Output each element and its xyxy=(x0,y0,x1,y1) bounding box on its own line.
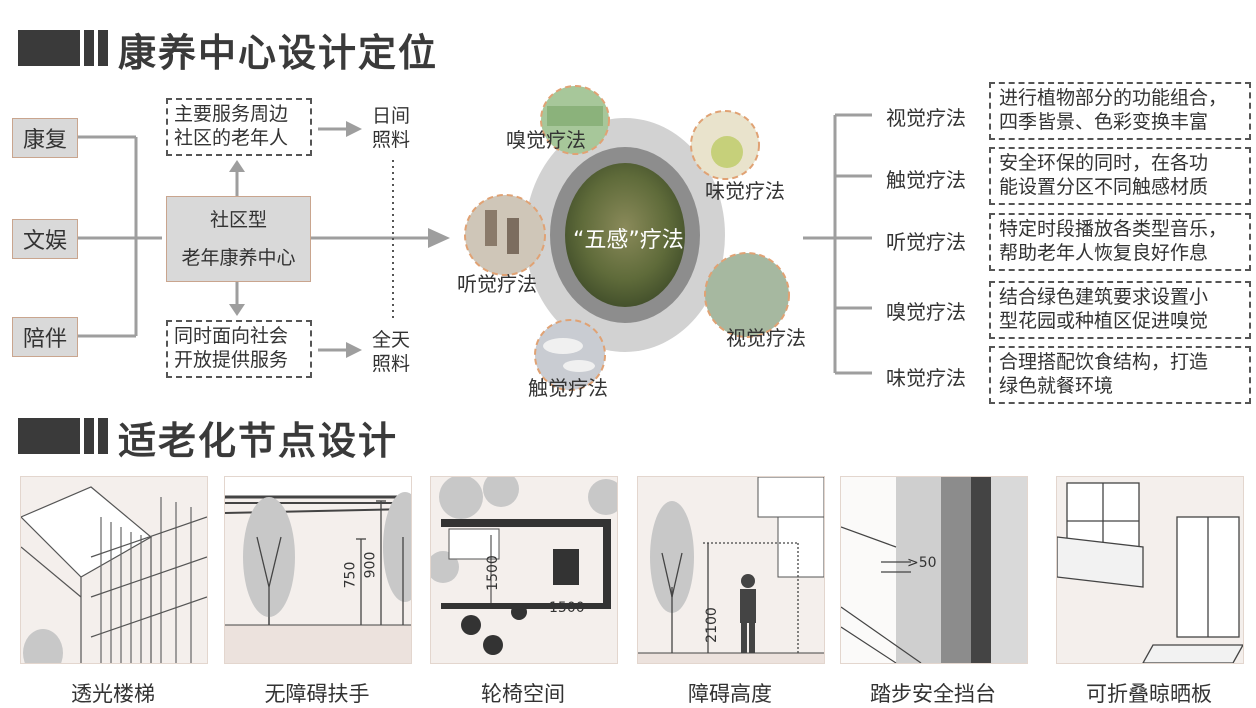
section-marker-block xyxy=(18,30,80,66)
tag-rehab: 康复 xyxy=(12,118,78,158)
section-marker-bar xyxy=(84,418,94,454)
section-marker-bar xyxy=(98,418,108,454)
five-senses-center-label: “五感”疗法 xyxy=(573,228,684,253)
connector-lines xyxy=(78,113,872,375)
section-marker-bar xyxy=(98,30,108,66)
caption-handrail: 无障碍扶手 xyxy=(264,682,370,706)
therapy-desc: 安全环保的同时，在各功 能设置分区不同触感材质 xyxy=(989,147,1251,205)
day-care-label: 日间 照料 xyxy=(372,105,411,151)
five-senses-diagram xyxy=(464,85,790,391)
therapy-name: 嗅觉疗法 xyxy=(886,300,966,324)
caption-wheelchair: 轮椅空间 xyxy=(481,682,565,706)
caption-step-guard: 踏步安全挡台 xyxy=(870,682,996,706)
node-panel-stair xyxy=(20,476,208,664)
therapy-desc: 合理搭配饮食结构，打造 绿色就餐环境 xyxy=(989,346,1251,404)
dim-750: 750 xyxy=(342,561,359,589)
therapy-name: 听觉疗法 xyxy=(886,230,966,254)
dim-1500-vertical: 1500 xyxy=(484,555,501,591)
therapy-desc: 进行植物部分的功能组合， 四季皆景、色彩变换丰富 xyxy=(989,82,1251,140)
tag-recreation: 文娱 xyxy=(12,219,78,259)
section-marker-bar xyxy=(84,30,94,66)
node-panel-height: 2100 xyxy=(637,476,825,664)
therapy-desc: 结合绿色建筑要求设置小 型花园或种植区促进嗅觉 xyxy=(989,281,1251,339)
caption-height: 障碍高度 xyxy=(688,682,772,706)
service-scope-line1: 主要服务周边 xyxy=(174,103,289,125)
therapy-name: 视觉疗法 xyxy=(886,106,966,130)
dim-1500-horizontal: 1500 xyxy=(549,600,585,616)
open-service-line2: 开放提供服务 xyxy=(174,349,289,371)
node-panel-step-guard: >50 xyxy=(840,476,1028,664)
section-title-positioning: 康养中心设计定位 xyxy=(118,31,439,75)
caption-stair: 透光楼梯 xyxy=(71,682,155,706)
node-panel-wheelchair: 1500 1500 xyxy=(430,476,618,664)
center-line1: 社区型 xyxy=(209,209,267,231)
sat-sight-label: 视觉疗法 xyxy=(726,326,806,350)
dim-2100: 2100 xyxy=(703,607,720,643)
service-scope-box: 主要服务周边 社区的老年人 xyxy=(166,98,312,156)
sat-taste-label: 味觉疗法 xyxy=(705,179,785,203)
therapy-name: 味觉疗法 xyxy=(886,366,966,390)
tag-companionship: 陪伴 xyxy=(12,317,78,357)
node-panel-drying-board xyxy=(1056,476,1244,664)
node-panel-handrail: 750 900 xyxy=(224,476,412,664)
open-service-line1: 同时面向社会 xyxy=(174,325,289,347)
sat-smell-label: 嗅觉疗法 xyxy=(506,128,586,152)
full-day-care-label: 全天 照料 xyxy=(372,329,411,375)
section-title-aging-nodes: 适老化节点设计 xyxy=(118,419,399,463)
service-scope-line2: 社区的老年人 xyxy=(174,127,289,149)
dim-900: 900 xyxy=(362,551,379,579)
therapy-name: 触觉疗法 xyxy=(886,168,966,192)
community-elderly-center-box: 社区型 老年康养中心 xyxy=(166,196,311,282)
sat-hearing-label: 听觉疗法 xyxy=(457,272,537,296)
dim-step-guard: >50 xyxy=(907,555,937,571)
therapy-desc: 特定时段播放各类型音乐， 帮助老年人恢复良好作息 xyxy=(989,213,1251,271)
center-line2: 老年康养中心 xyxy=(181,247,296,269)
sat-touch-label: 触觉疗法 xyxy=(528,376,608,400)
section-marker-block xyxy=(18,418,80,454)
open-service-box: 同时面向社会 开放提供服务 xyxy=(166,320,312,378)
caption-drying-board: 可折叠晾晒板 xyxy=(1086,682,1212,706)
